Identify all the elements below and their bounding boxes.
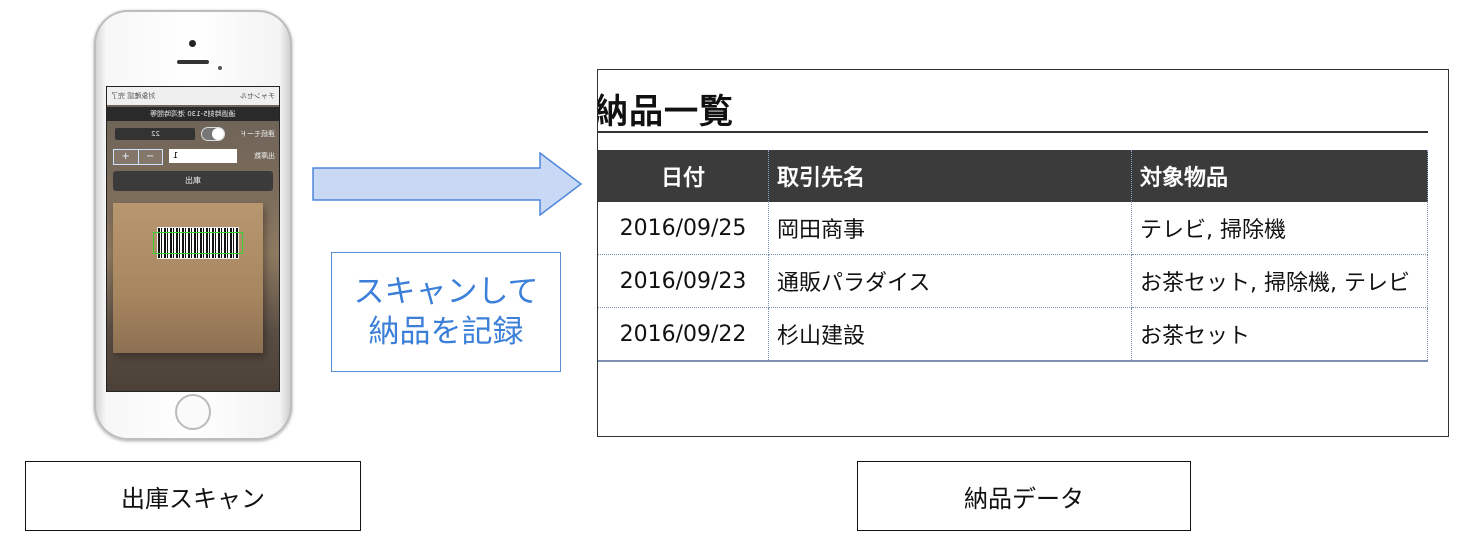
column-header-date[interactable]: 日付 (598, 150, 769, 202)
right-arrow-icon (312, 152, 583, 216)
column-header-client[interactable]: 取引先名 (768, 150, 1132, 202)
stepper-plus-button[interactable]: + (114, 150, 139, 164)
nav-right-action[interactable]: 対象確認 完了 (111, 92, 156, 100)
count-badge: 22 (115, 128, 195, 140)
cell-date: 2016/09/23 (598, 254, 769, 308)
phone-screen: 対象確認 完了 チャンセル 通過時刻5-130 港湾時間等 22 連続モード +… (106, 86, 280, 392)
quantity-label-text: 出庫数 (254, 152, 275, 160)
app-navbar: 対象確認 完了 チャンセル (107, 87, 279, 105)
table-header-row: 日付 取引先名 対象物品 (598, 150, 1428, 202)
phone-mockup: 対象確認 完了 チャンセル 通過時刻5-130 港湾時間等 22 連続モード +… (94, 10, 292, 440)
cell-items: お茶セット, 掃除機, テレビ (1131, 254, 1428, 308)
cell-client: 杉山建設 (768, 307, 1132, 362)
callout-line-1: スキャンして (353, 274, 539, 310)
front-camera-dot (189, 40, 196, 47)
home-button[interactable] (175, 394, 211, 430)
cell-items: テレビ, 掃除機 (1131, 202, 1428, 255)
quantity-stepper[interactable]: + − (113, 149, 163, 165)
table-row[interactable]: 2016/09/22 杉山建設 お茶セット (598, 307, 1428, 362)
sensor-dot (218, 66, 222, 70)
cell-date: 2016/09/25 (598, 202, 769, 255)
toggle-label-text: 連続モード (240, 130, 275, 138)
quantity-value: 1 (173, 151, 179, 160)
toggle-label: 連続モード (240, 129, 275, 139)
toggle-knob (212, 128, 224, 140)
table-row[interactable]: 2016/09/25 岡田商事 テレビ, 掃除機 (598, 202, 1428, 255)
quantity-input[interactable]: 1 (169, 149, 237, 163)
column-header-items[interactable]: 対象物品 (1131, 150, 1428, 202)
cardboard-box-image (113, 203, 263, 353)
cell-date: 2016/09/22 (598, 307, 769, 362)
quantity-label: 出庫数 (254, 151, 275, 161)
label-shipping-scan: 出庫スキャン (25, 461, 361, 531)
scan-caption: 通過時刻5-130 港湾時間等 (107, 107, 279, 121)
label-delivery-data: 納品データ (857, 461, 1191, 531)
app-title: チャンセル (240, 92, 275, 100)
mode-row: 22 連続モード (107, 126, 279, 142)
count-badge-text: 22 (150, 130, 160, 138)
quantity-row: + − 1 出庫数 (107, 147, 279, 165)
page-title: 納品一覧 (597, 92, 734, 132)
cell-items: お茶セット (1131, 307, 1428, 362)
table-row[interactable]: 2016/09/23 通販パラダイス お茶セット, 掃除機, テレビ (598, 254, 1428, 308)
stepper-minus-button[interactable]: − (146, 151, 155, 162)
scan-frame (153, 232, 243, 254)
callout-line-2: 納品を記録 (368, 314, 524, 350)
cell-client: 岡田商事 (768, 202, 1132, 255)
ship-button[interactable]: 出庫 (113, 171, 273, 191)
scan-caption-text: 通過時刻5-130 港湾時間等 (150, 110, 236, 118)
cell-client: 通販パラダイス (768, 254, 1132, 308)
delivery-table: 日付 取引先名 対象物品 2016/09/25 岡田商事 テレビ, 掃除機 20… (598, 150, 1428, 362)
title-divider (598, 131, 1428, 133)
continuous-mode-toggle[interactable] (201, 127, 225, 141)
scan-callout: スキャンして 納品を記録 (331, 252, 561, 372)
delivery-list-panel: 納品一覧 日付 取引先名 対象物品 2016/09/25 岡田商事 テレビ, 掃… (597, 69, 1449, 437)
earpiece-speaker (177, 60, 209, 64)
